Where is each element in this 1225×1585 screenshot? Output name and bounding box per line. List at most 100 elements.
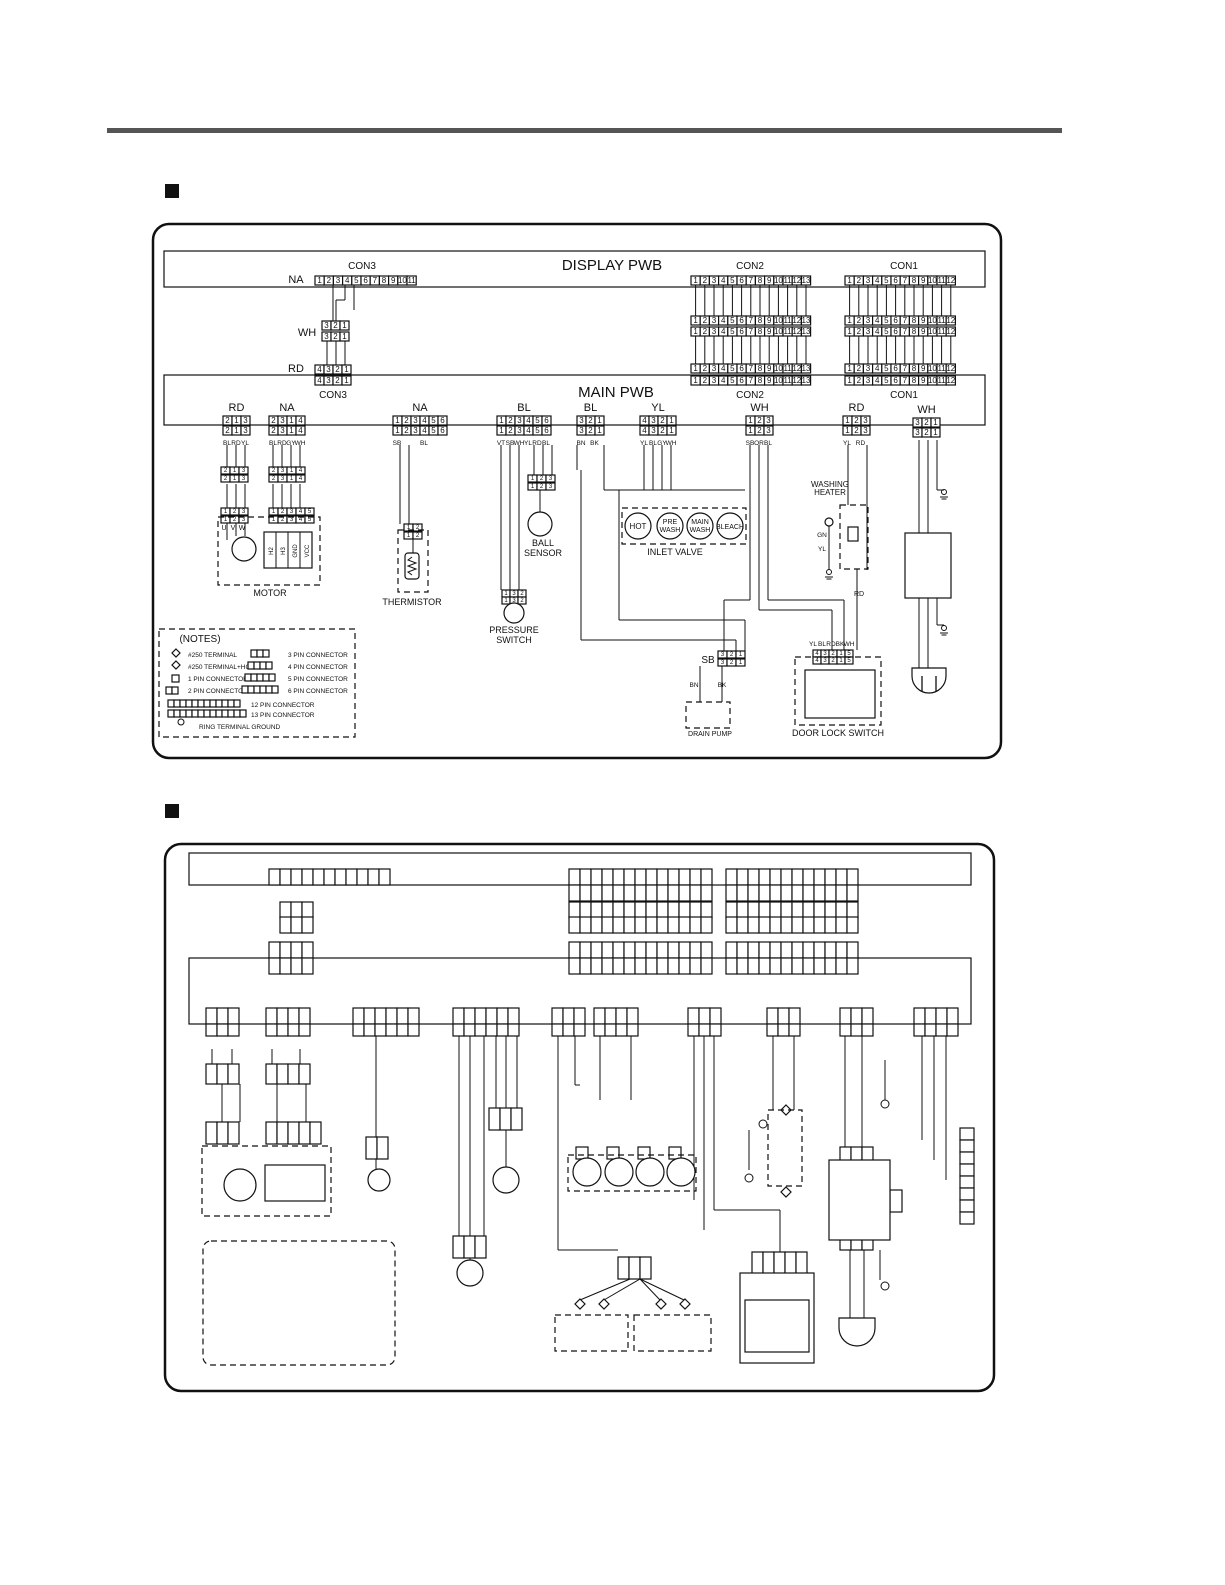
main-wh1-con-mate-pin-number: 3	[766, 426, 771, 435]
heater-wire-color: GN	[817, 532, 827, 539]
bottom-con1-cell	[791, 868, 804, 886]
main-bl2-con-pin-number: 1	[597, 416, 602, 425]
motor-sensor-con-pin-number: 3	[290, 509, 294, 515]
main-con3-color: RD	[288, 363, 304, 375]
bottom-motor-outline	[201, 1145, 332, 1217]
bottom-con1-cell	[758, 916, 771, 934]
bottom-main-con-cell	[216, 1023, 229, 1037]
ball-sensor-symbol	[527, 511, 553, 537]
con1-harness-row-pin-number: 11	[937, 316, 946, 325]
notes-item: 13 PIN CONNECTOR	[251, 712, 315, 719]
bottom-ground-icon	[880, 1281, 890, 1291]
notes-connector-cell	[167, 709, 175, 718]
sb-con-pin-number: 1	[739, 652, 743, 658]
motor-sensor-con-pin-number: 5	[308, 509, 312, 515]
display-con2-pin-number: 8	[758, 276, 763, 285]
rd-wire-label: RD	[854, 591, 864, 598]
motor-sensor-con-mate-pin-cell	[304, 515, 315, 524]
bottom-con1-cell	[747, 884, 760, 902]
valve-bleach-label: BLEACH	[716, 524, 744, 531]
main-rd1-con-mate-pin-cell	[240, 425, 251, 436]
bottom-con2-cell	[601, 884, 614, 902]
main-rd1-con-pin-number: 1	[234, 416, 239, 425]
con1-harness-row-pin-number: 3	[866, 327, 871, 336]
main-wh1-wire-color: SB	[746, 440, 755, 447]
main-na2-con-pin-number: 4	[422, 416, 427, 425]
bottom-ball-con-cell	[510, 1107, 523, 1131]
display-con3-pin-number: 3	[336, 276, 341, 285]
ball-sensor-con-pin-number: 1	[531, 476, 535, 482]
con1-harness-row-pin-number: 3	[866, 316, 871, 325]
pressure-switch-con-mate-pin-number: 2	[520, 598, 524, 604]
motor-wh-con-mate-pin-number: 3	[281, 476, 285, 482]
bottom-con2-cell	[700, 884, 713, 902]
bottom-con2-cell	[590, 916, 603, 934]
bottom-con2-cell	[590, 941, 603, 959]
bottom-con2-cell	[700, 957, 713, 975]
bottom-ground-icon	[744, 1173, 754, 1183]
main-wh2-color: WH	[917, 404, 935, 416]
bottom-filter-box	[828, 1159, 891, 1241]
motor-wh-con-pin-number: 4	[299, 468, 303, 474]
con2-harness-row-pin-number: 7	[749, 316, 754, 325]
motor-sensor-con-mate-pin-number: 3	[290, 517, 294, 523]
main-con1-pin-number: 1	[847, 376, 852, 385]
con1-harness-row-pin-number: 12	[946, 364, 955, 373]
main-na1-con-mate-pin-number: 4	[298, 426, 303, 435]
main-rd1-color: RD	[229, 402, 245, 414]
main-rd2-wire-color: RD	[856, 440, 866, 447]
bottom-con1-cell	[725, 916, 738, 934]
valve-hot-label: HOT	[630, 522, 647, 531]
bottom-harness-wire	[579, 1278, 631, 1301]
main-con3-label: CON3	[319, 390, 347, 401]
main-rd1-con-pin-number: 2	[225, 416, 230, 425]
bottom-main-con-cell	[604, 1023, 617, 1037]
main-rd1-con-mate-pin-number: 2	[225, 426, 230, 435]
bottom-sb-con-cell	[617, 1256, 630, 1280]
bottom-main-con-cell	[777, 1007, 790, 1025]
bottom-sb-con-cell	[639, 1256, 652, 1280]
main-bl2-wire-color: BN	[576, 440, 585, 447]
main-con2-pin-number: 7	[749, 376, 754, 385]
bottom-con2-cell	[689, 868, 702, 886]
con2-harness-row-pin-number: 8	[758, 327, 763, 336]
bottom-main-con-cell	[298, 1023, 311, 1037]
motor-sensor-con-mate-pin-number: 4	[299, 517, 303, 523]
bottom-con1-cell	[736, 884, 749, 902]
motor-sensor-name: H3	[281, 547, 287, 555]
bottom-con1-cell	[769, 916, 782, 934]
bottom-con3-cell	[334, 868, 347, 886]
bottom-main-con-cell	[924, 1023, 937, 1037]
notes-connector-cell	[233, 699, 241, 708]
bottom-con2-cell	[634, 901, 647, 919]
bottom-valve-1	[572, 1157, 602, 1187]
bottom-con2-cell	[700, 916, 713, 934]
con2-harness-row-pin-number: 2	[703, 316, 708, 325]
main-bl1-con-pin-number: 2	[508, 416, 513, 425]
bottom-motor-sensor-block	[264, 1164, 326, 1202]
bottom-con2-cell	[667, 901, 680, 919]
bottom-motor-symbol	[223, 1168, 257, 1202]
main-bl1-con-mate-pin-number: 3	[517, 426, 522, 435]
notes-connector-cell	[227, 709, 235, 718]
bottom-con1-cell	[780, 916, 793, 934]
bottom-con1-cell	[802, 941, 815, 959]
bottom-con1-cell	[725, 868, 738, 886]
con1-harness-row-pin-number: 10	[928, 327, 937, 336]
bottom-con2-cell	[667, 884, 680, 902]
con2-harness-row-pin-number: 3	[712, 364, 717, 373]
notes-connector-cell	[233, 709, 241, 718]
motor-outline	[217, 516, 321, 586]
top-diagram-frame	[151, 222, 1003, 760]
bottom-main-con-cell	[766, 1023, 779, 1037]
main-con1-label: CON1	[890, 390, 918, 401]
main-na1-wire-color: GY	[286, 440, 296, 447]
main-wh2-con-mate-pin-number: 3	[915, 428, 920, 437]
main-wh2-con-pin-number: 1	[933, 418, 938, 427]
